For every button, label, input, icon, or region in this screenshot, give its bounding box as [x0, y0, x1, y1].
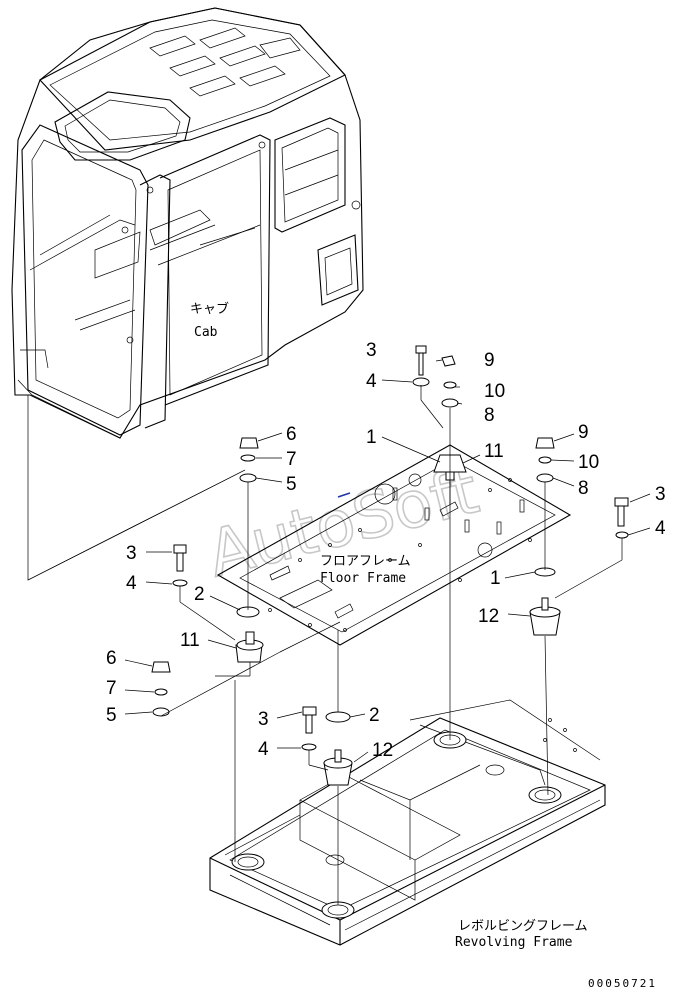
hardware-stack-right-lower	[529, 497, 629, 636]
callout-4-left: 4	[126, 573, 137, 594]
callout-2-bottom: 2	[369, 705, 380, 726]
callout-5-left-upper: 5	[286, 474, 297, 495]
callout-9-upper-middle: 9	[484, 350, 495, 371]
callout-4-upper-middle: 4	[366, 371, 377, 392]
cab-label-en: Cab	[194, 325, 218, 340]
cab-label-jp: キャブ	[190, 301, 229, 317]
hardware-stack-upper-middle	[412, 345, 467, 481]
floor-frame-label-en: Floor Frame	[320, 571, 406, 586]
callout-11-upper: 11	[484, 441, 504, 462]
hardware-stack-right-upper	[535, 437, 555, 483]
callout-11-left: 11	[180, 630, 200, 651]
callout-10-right-upper: 10	[578, 452, 599, 473]
hardware-stack-left-upper	[239, 437, 259, 483]
floor-frame-label-jp: フロアフレーム	[320, 554, 411, 569]
callout-12-right: 12	[478, 606, 499, 627]
callout-3-upper-middle: 3	[366, 340, 377, 361]
callout-4-right: 4	[655, 518, 666, 539]
assembly-center-lines	[160, 385, 623, 905]
callout-8-right-upper: 8	[578, 478, 589, 499]
callout-4-bottom: 4	[258, 739, 269, 760]
hardware-stack-left-lower	[172, 544, 264, 663]
callout-12-bottom: 12	[372, 740, 393, 761]
callout-1-right: 1	[490, 568, 501, 589]
revolving-frame-label-en: Revolving Frame	[455, 935, 573, 950]
callout-6-left-upper: 6	[286, 424, 297, 445]
callout-1-upper: 1	[366, 427, 377, 448]
callout-leaders	[124, 359, 651, 763]
hardware-stack-left-bottom	[151, 661, 171, 717]
callout-7-left-upper: 7	[286, 449, 297, 470]
callout-3-bottom: 3	[258, 709, 269, 730]
callout-2-left: 2	[194, 584, 205, 605]
cab-drawing	[11, 7, 364, 439]
callout-8-upper-middle: 8	[484, 405, 495, 426]
callout-10-upper-middle: 10	[484, 381, 505, 402]
callout-5-left-bottom: 5	[106, 705, 117, 726]
callout-9-right-upper: 9	[578, 422, 589, 443]
hardware-stack-bottom-middle	[301, 706, 353, 786]
callout-3-right: 3	[655, 484, 666, 505]
revolving-frame-drawing	[209, 699, 606, 946]
callout-6-left-bottom: 6	[106, 648, 117, 669]
drawing-code: 00050721	[588, 977, 657, 990]
callout-3-left: 3	[126, 543, 137, 564]
revolving-frame-label-jp: レボルビングフレーム	[458, 919, 588, 934]
callout-7-left-bottom: 7	[106, 678, 117, 699]
